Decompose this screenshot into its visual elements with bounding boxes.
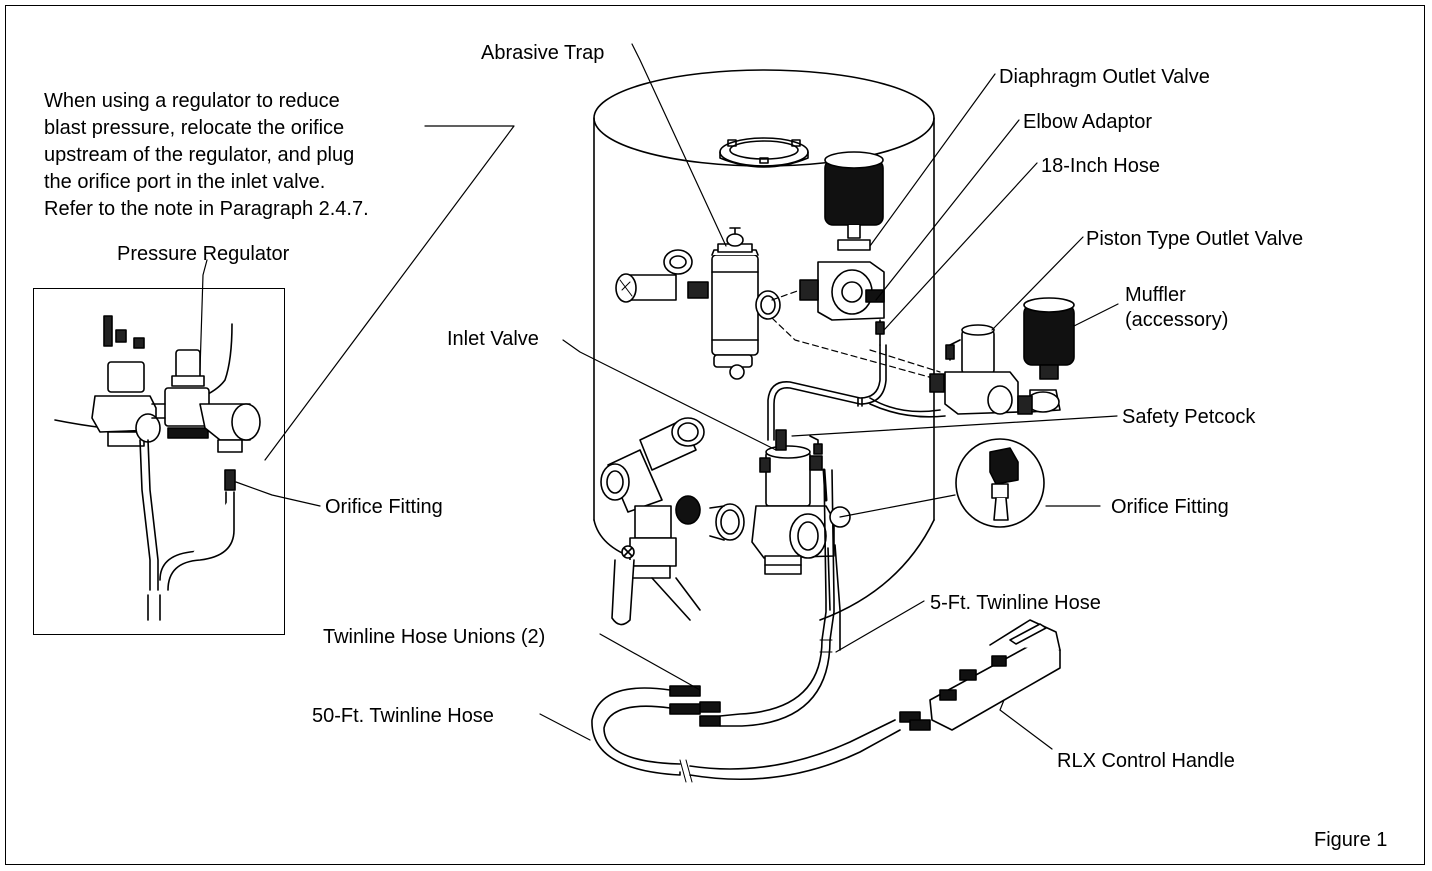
label-inlet-valve: Inlet Valve <box>447 328 539 350</box>
label-hose-unions: Twinline Hose Unions (2) <box>323 626 546 648</box>
twinline-hoses <box>591 469 901 783</box>
label-piston-outlet-valve: Piston Type Outlet Valve <box>1086 228 1304 250</box>
diaphragm-outlet-valve <box>799 151 885 346</box>
label-elbow-adaptor: Elbow Adaptor <box>1023 111 1152 133</box>
regulator-inset-drawing <box>54 315 261 621</box>
piston-outlet-valve <box>929 324 1019 415</box>
label-18-inch-hose: 18-Inch Hose <box>1041 155 1160 177</box>
label-safety-petcock: Safety Petcock <box>1122 406 1256 428</box>
label-50ft-twinline-hose: 50-Ft. Twinline Hose <box>312 705 494 727</box>
label-diaphragm-outlet-valve: Diaphragm Outlet Valve <box>999 66 1210 88</box>
label-orifice-fitting-left: Orifice Fitting <box>325 496 443 518</box>
abrasive-trap <box>615 227 781 380</box>
label-rlx-control-handle: RLX Control Handle <box>1057 750 1235 772</box>
figure-label: Figure 1 <box>1314 829 1388 851</box>
label-5ft-twinline-hose: 5-Ft. Twinline Hose <box>930 592 1101 614</box>
label-abrasive-trap: Abrasive Trap <box>481 42 605 64</box>
leader-lines <box>199 43 1119 750</box>
dashed-connections <box>771 289 941 381</box>
pipe-tee-assembly <box>600 417 745 626</box>
label-muffler: Muffler (accessory) <box>1125 284 1229 331</box>
orifice-fitting-detail <box>829 438 1045 528</box>
regulator-note: When using a regulator to reduce blast p… <box>44 90 369 220</box>
rlx-control-handle <box>899 619 1061 731</box>
label-orifice-fitting-right: Orifice Fitting <box>1111 496 1229 518</box>
regulator-inset <box>33 288 285 635</box>
figure-frame <box>5 5 1425 865</box>
hatch-flange <box>719 137 809 168</box>
hose-18-inch <box>767 344 946 441</box>
inlet-valve <box>751 429 835 575</box>
muffler-accessory <box>1017 297 1075 415</box>
label-pressure-regulator: Pressure Regulator <box>117 243 290 265</box>
